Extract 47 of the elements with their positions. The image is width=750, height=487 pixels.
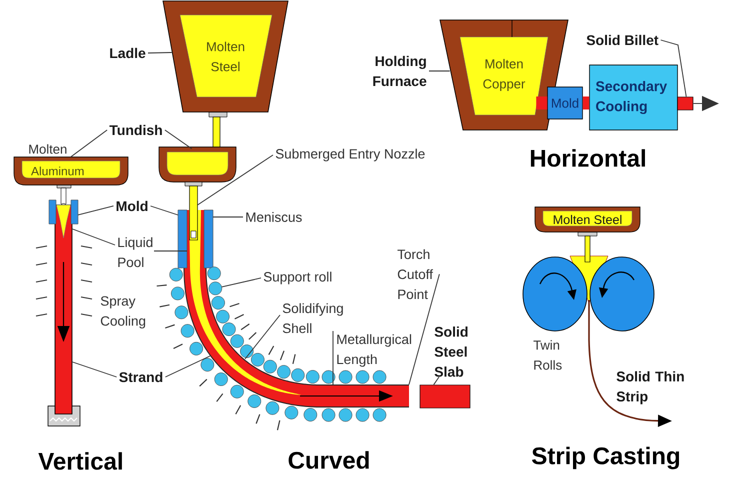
leader-line <box>212 216 244 218</box>
leader-line <box>150 206 178 216</box>
billet <box>677 96 694 110</box>
section-title: Vertical <box>38 452 122 470</box>
ladle: Molten Steel <box>162 0 288 112</box>
callout-label: Mold <box>116 200 148 212</box>
label: Twin Rolls <box>534 340 562 370</box>
label: Solid Thin Strip <box>616 371 684 404</box>
leader-line <box>408 274 440 385</box>
tundish: Molten Steel <box>534 206 640 232</box>
leader-line <box>72 362 118 378</box>
callout-label: Solid Steel Slab <box>434 326 468 377</box>
section-title: Horizontal <box>530 149 645 167</box>
section-title: Curved <box>288 451 369 469</box>
leader-line <box>154 250 188 252</box>
connector-bar <box>582 96 590 110</box>
leader-line <box>148 52 172 54</box>
leader-line <box>164 130 192 150</box>
leader-line <box>78 206 114 216</box>
leader-line <box>428 70 450 72</box>
callout-label: Solid Billet <box>586 34 658 46</box>
leader-line <box>72 228 116 246</box>
section-title: Strip Casting <box>532 446 680 470</box>
leader-line <box>197 154 274 206</box>
callout-label: Strand <box>119 372 162 382</box>
label: Molten <box>29 144 66 154</box>
callout-label: Tundish <box>109 124 162 136</box>
connector-bar <box>536 96 548 110</box>
leader-line <box>660 40 687 98</box>
callout-label: Meniscus <box>246 212 302 222</box>
leader-line <box>433 376 440 386</box>
callout-label: Holding Furnace <box>373 56 426 86</box>
leader-line <box>70 130 108 158</box>
cooling-box: Secondary Cooling <box>589 64 678 130</box>
callout-label: Liquid Pool <box>118 237 152 268</box>
tundish <box>158 146 236 182</box>
slab <box>420 384 470 408</box>
callout-label: Submerged Entry Nozzle <box>276 148 425 162</box>
mold-box: Mold <box>547 86 583 120</box>
strand <box>54 204 72 414</box>
label: Spray Cooling <box>100 296 146 328</box>
tundish: Aluminum <box>14 156 128 186</box>
callout-label: Torch Cutoff Point <box>398 249 433 300</box>
mold <box>48 200 78 224</box>
nozzle <box>184 182 202 240</box>
mold <box>178 210 214 268</box>
callout-label: Ladle <box>110 48 146 58</box>
